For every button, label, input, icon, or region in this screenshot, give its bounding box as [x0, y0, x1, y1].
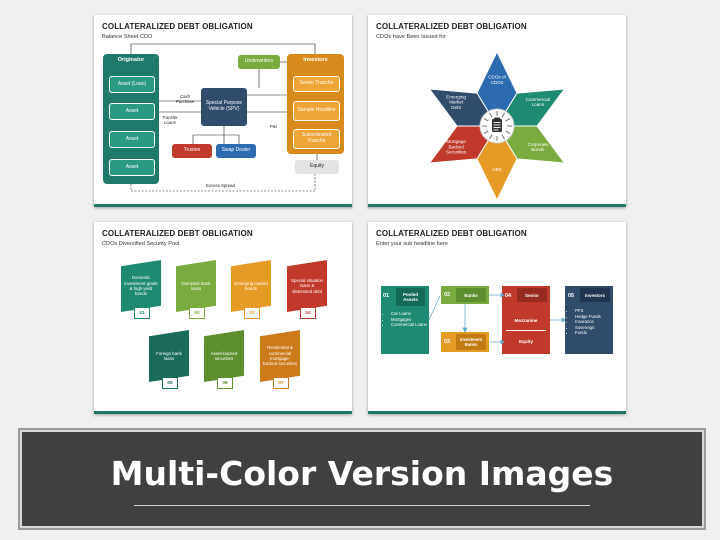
step-number: 04	[505, 293, 512, 299]
list-item: Car Loans	[391, 311, 427, 317]
slide-title: COLLATERALIZED DEBT OBLIGATION	[102, 22, 253, 31]
step-number: 05	[568, 293, 575, 299]
slide-accent-bar	[94, 411, 352, 414]
asset-box: Asset	[109, 103, 155, 120]
slide-accent-bar	[368, 204, 626, 207]
tranche-divider	[506, 330, 546, 331]
excess-spread-label: Excess Spread	[206, 183, 235, 188]
subordinated-tranche-box: Subordinated Tranche	[293, 129, 340, 149]
equity-box: Equity	[295, 160, 339, 174]
list-item: Commercial Loans	[391, 322, 427, 328]
ribbon-label: Special situation loans & distressed deb…	[287, 260, 327, 312]
list-item: Hedge Funds	[575, 314, 601, 320]
pooled-assets-list: Car Loans Mortgages Commercial Loans	[380, 311, 427, 328]
investors-label: Investors	[303, 57, 328, 63]
slide-subtitle: Enter your sub headline here	[376, 241, 448, 247]
spv-box: Special Purpose Vehicle (SPV)	[201, 88, 247, 126]
ribbon-number: 03	[244, 307, 260, 319]
slide-title: COLLATERALIZED DEBT OBLIGATION	[376, 229, 527, 238]
ribbon-number: 06	[217, 377, 233, 389]
ribbon-label: Foreign bank loans	[149, 330, 189, 382]
investors-head: Investors	[580, 288, 610, 302]
ribbon-number: 04	[300, 307, 316, 319]
ribbon-label: Domestic bank loans	[176, 260, 216, 312]
pooled-assets-head: Pooled Assets	[396, 288, 425, 306]
ribbon-number: 02	[189, 307, 205, 319]
hub-tick	[501, 112, 505, 118]
slide-diversified-pool[interactable]: COLLATERALIZED DEBT OBLIGATION CDOs Dive…	[94, 222, 352, 414]
asset-box: Asset (Loan)	[109, 76, 155, 93]
asset-box: Asset	[109, 159, 155, 176]
banner-title: Multi-Color Version Images	[110, 454, 614, 493]
ribbon-number: 05	[162, 377, 178, 389]
slide-accent-bar	[368, 411, 626, 414]
clipboard-icon	[492, 117, 502, 132]
banks-head: Banks	[456, 288, 486, 302]
slide-balance-sheet-cdo[interactable]: COLLATERALIZED DEBT OBLIGATION Balance S…	[94, 15, 352, 207]
list-item: Mortgages	[391, 317, 427, 323]
hub-tick	[489, 134, 493, 140]
list-item: PFS	[575, 308, 601, 314]
transfer-loans-label: Transfer Loans	[162, 115, 178, 125]
hub-tick	[483, 118, 489, 122]
step-number: 03	[444, 339, 451, 345]
ribbon-label: Asset-backed securities	[204, 330, 244, 382]
list-item: Sovereign	[575, 325, 601, 331]
mezzanine-label: Mezzanine	[514, 318, 538, 323]
pi-label: P&I	[270, 124, 277, 129]
star-segment	[428, 125, 498, 164]
star-segment	[428, 88, 498, 127]
ribbon-label: Domestic investment grade & high yield b…	[121, 260, 161, 312]
underwriters-box: Underwriters	[238, 55, 280, 69]
flow-arrows	[428, 292, 566, 345]
senior-head: Senior	[517, 288, 547, 302]
hub-tick	[483, 130, 489, 134]
segment-label: ABS	[492, 167, 501, 172]
originator-label: Originator	[117, 57, 145, 63]
ribbon-label: Emerging market bonds	[231, 260, 271, 312]
sample-headline-box: Sample Headline	[293, 101, 340, 121]
investors-list: PFS Hedge Funds Insurance Sovereign Fund…	[564, 308, 601, 336]
hub-tick	[501, 134, 505, 140]
swap-dealer-box: Swap Dealer	[216, 144, 256, 158]
hub-tick	[505, 130, 511, 134]
star-segment	[476, 50, 518, 127]
star-segment	[496, 88, 566, 127]
banner-underline	[134, 505, 590, 506]
hub-tick	[489, 112, 493, 118]
step-number: 02	[444, 292, 451, 298]
star-segment	[496, 125, 566, 164]
hub-tick	[505, 118, 511, 122]
ribbon-number: 01	[134, 307, 150, 319]
slide-subtitle: CDOs Diversified Security Pool	[102, 241, 180, 247]
equity-label: Equity	[518, 339, 534, 344]
investment-banks-head: Investment Banks	[456, 334, 486, 350]
slide-subtitle: Balance Sheet CDO	[102, 34, 153, 40]
asset-box: Asset	[109, 131, 155, 148]
ribbon-label: Residential & commercial mortgage-backed…	[260, 330, 300, 382]
banner: Multi-Color Version Images	[20, 430, 704, 528]
slide-accent-bar	[94, 204, 352, 207]
flow-connectors	[130, 43, 318, 192]
trustee-box: Trustee	[172, 144, 212, 158]
list-item: Funds	[575, 330, 601, 336]
senior-tranche-box: Senior Tranche	[293, 76, 340, 92]
slide-title: COLLATERALIZED DEBT OBLIGATION	[102, 229, 253, 238]
step-number: 01	[383, 293, 390, 299]
star-segment	[476, 125, 518, 202]
slide-cdos-issued[interactable]: COLLATERALIZED DEBT OBLIGATION CDOs have…	[368, 15, 626, 207]
ribbon-number: 07	[273, 377, 289, 389]
slide-title: COLLATERALIZED DEBT OBLIGATION	[376, 22, 527, 31]
list-item: Insurance	[575, 319, 601, 325]
slide-subtitle: CDOs have Been Issued for	[376, 34, 446, 40]
cash-purchase-label: Cash Purchase	[175, 94, 195, 104]
slide-sub-headline[interactable]: COLLATERALIZED DEBT OBLIGATION Enter you…	[368, 222, 626, 414]
